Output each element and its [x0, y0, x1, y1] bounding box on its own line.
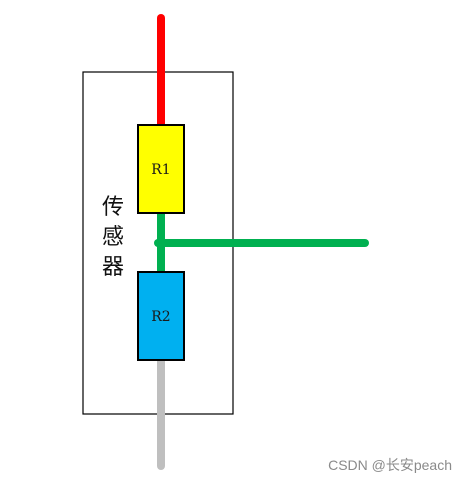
resistor-r2-label: R2	[151, 309, 170, 325]
watermark: CSDN @长安peach	[328, 457, 452, 473]
resistor-r1	[137, 124, 185, 214]
sensor-label-char-2: 感	[102, 225, 124, 250]
resistor-r2	[137, 271, 185, 361]
sensor-label-char-1: 传	[102, 195, 124, 220]
sensor-label: 传 感 器	[102, 195, 124, 280]
resistor-r1-label: R1	[151, 162, 170, 178]
sensor-label-char-3: 器	[102, 255, 124, 280]
